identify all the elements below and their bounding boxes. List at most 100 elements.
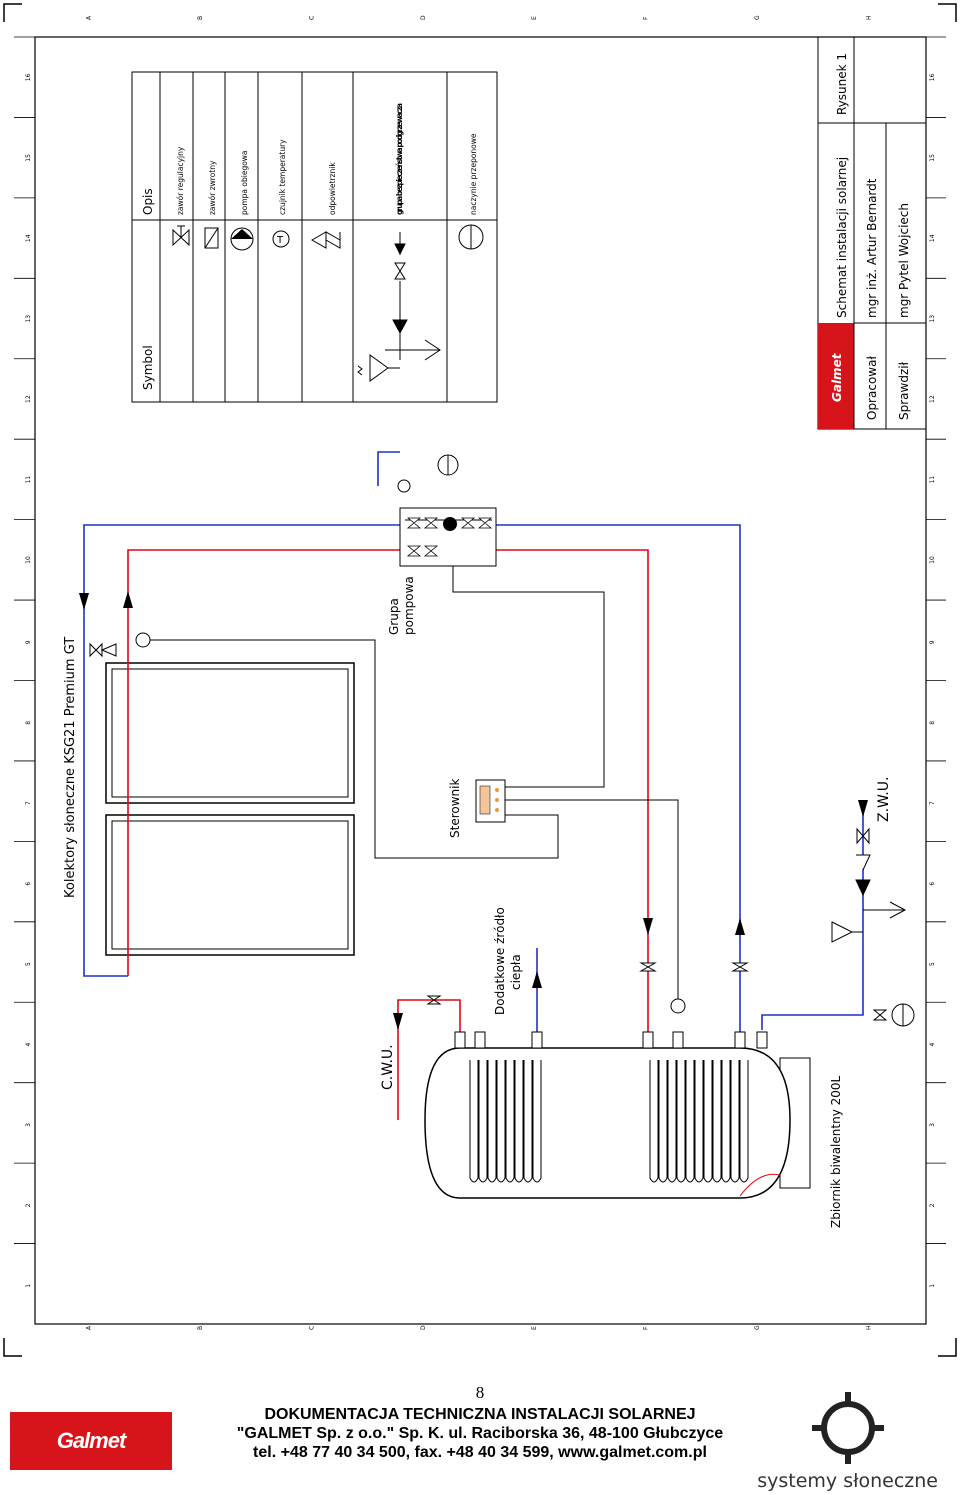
pipework — [83, 451, 864, 1120]
heat-exchanger-coil — [694, 1060, 704, 1183]
legend-item: odpowietrznik — [328, 162, 337, 215]
heat-exchanger-coil — [478, 1060, 488, 1183]
title-block: Galmet Schemat instalacji solarnej Rysun… — [817, 36, 927, 430]
controller: Sterownik — [448, 779, 506, 838]
grid-column-label: 9 — [929, 640, 936, 644]
heat-exchanger-coil — [712, 1060, 722, 1183]
heat-exchanger-coil — [523, 1060, 533, 1183]
legend-opis-header: Opis — [141, 188, 155, 215]
safety-group-icon — [357, 232, 441, 382]
checked-by: mgr Pytel Wojciech — [897, 203, 911, 318]
prepared-by: mgr inż. Artur Bernardt — [865, 178, 879, 318]
grid-row-label: F — [643, 1326, 650, 1330]
grid-row-label: B — [197, 16, 204, 20]
grid-row-label: D — [420, 1325, 427, 1330]
drawing-title: Schemat instalacji solarnej — [835, 157, 849, 318]
grid-column-label: 8 — [929, 721, 936, 725]
grid-column-label: 13 — [929, 315, 936, 323]
grid-row-label: C — [308, 1326, 315, 1330]
sun-logo-icon — [812, 1392, 884, 1464]
grid-row-label: A — [86, 15, 93, 20]
grid-column-label: 14 — [929, 234, 936, 242]
extra-source-label: ciepła — [509, 954, 523, 990]
checked-label: Sprawdził — [897, 361, 911, 420]
grid-row-label: E — [531, 1326, 538, 1330]
grid-column-label: 15 — [25, 154, 32, 162]
grid-column-label: 14 — [25, 234, 32, 242]
grid-column-label: 1 — [25, 1284, 32, 1288]
grid-column-label: 3 — [25, 1123, 32, 1127]
legend-item: zawór regulacyjny — [176, 146, 185, 215]
bivalent-tank — [424, 1031, 811, 1199]
expansion-vessel-icon — [458, 224, 484, 250]
footer-company: "GALMET Sp. z o.o." Sp. K. ul. Raciborsk… — [236, 1425, 724, 1442]
svg-text:Galmet: Galmet — [830, 352, 844, 402]
legend-symbol-header: Symbol — [141, 345, 155, 390]
grid-row-label: F — [643, 16, 650, 20]
tank-label: Zbiornik biwalentny 200L — [829, 1075, 843, 1228]
grid-column-label: 10 — [929, 556, 936, 564]
extra-source-label: Dodatkowe źródło — [493, 907, 507, 1015]
legend-item: grupa bezpieczeństwa podgrzewacza — [395, 103, 404, 215]
grid-column-label: 16 — [25, 73, 32, 81]
grid-column-label: 4 — [929, 1042, 936, 1046]
pipe-valves — [89, 454, 915, 1027]
title-block-logo — [818, 323, 854, 429]
check-valve-icon — [204, 227, 219, 249]
grid-row-label: G — [754, 1325, 761, 1330]
cwu-label: C.W.U. — [380, 1044, 396, 1090]
grid-column-label: 7 — [929, 801, 936, 805]
grid-ruler — [14, 36, 946, 1244]
grid-row-label: C — [308, 16, 315, 20]
page-number: 8 — [475, 1383, 485, 1402]
grid-column-label: 6 — [25, 882, 32, 886]
heat-exchanger-coil — [514, 1060, 524, 1183]
heat-exchanger-coil — [487, 1060, 497, 1183]
grid-column-label: 3 — [929, 1123, 936, 1127]
heat-exchanger-coil — [469, 1060, 479, 1183]
grid-column-label: 10 — [25, 556, 32, 564]
grid-column-label: 8 — [25, 721, 32, 725]
grid-column-label: 11 — [25, 476, 32, 484]
sensor-icon: T — [272, 230, 290, 248]
pump-group-label: Grupa — [387, 598, 401, 635]
footer-title: DOKUMENTACJA TECHNICZNA INSTALACJI SOLAR… — [264, 1406, 696, 1423]
heat-exchanger-coil — [730, 1060, 740, 1183]
grid-column-label: 7 — [25, 801, 32, 805]
grid-column-label: 2 — [25, 1203, 32, 1207]
grid-column-label: 5 — [929, 962, 936, 966]
grid-column-label: 6 — [929, 882, 936, 886]
heat-exchanger-coil — [676, 1060, 686, 1183]
grid-row-label: E — [531, 16, 538, 20]
brand-tagline: systemy słoneczne — [757, 1470, 938, 1492]
legend-item: naczynie przeponowe — [469, 133, 478, 215]
grid-row-label: H — [865, 15, 872, 20]
grid-column-label: 2 — [929, 1203, 936, 1207]
air-vent-icon — [310, 231, 341, 249]
grid-row-label: A — [86, 1325, 93, 1330]
grid-column-label: 15 — [929, 154, 936, 162]
drawing-number: Rysunek 1 — [835, 53, 849, 115]
prepared-label: Opracował — [865, 356, 879, 420]
grid-row-label: D — [420, 15, 427, 20]
flow-arrows — [79, 591, 868, 1030]
valve-icon — [172, 225, 190, 247]
heat-exchanger-coil — [649, 1060, 659, 1183]
heat-exchanger-coil — [721, 1060, 731, 1183]
pump-group-label: pompowa — [402, 576, 416, 635]
zwu-label: Z.W.U. — [876, 777, 892, 822]
grid-column-label: 16 — [929, 73, 936, 81]
grid-column-label: 1 — [929, 1284, 936, 1288]
grid-column-label: 11 — [929, 476, 936, 484]
heat-exchanger-coil — [703, 1060, 713, 1183]
legend-item: czujnik temperatury — [278, 139, 287, 215]
grid-column-label: 4 — [25, 1042, 32, 1046]
galmet-logo: Galmet — [10, 1412, 172, 1470]
crop-marks — [3, 3, 957, 1357]
grid-column-label: 12 — [929, 395, 936, 403]
grid-row-label: B — [197, 1326, 204, 1330]
grid-column-label: 12 — [25, 395, 32, 403]
controller-label: Sterownik — [448, 779, 462, 838]
heat-exchanger-coil — [658, 1060, 668, 1183]
